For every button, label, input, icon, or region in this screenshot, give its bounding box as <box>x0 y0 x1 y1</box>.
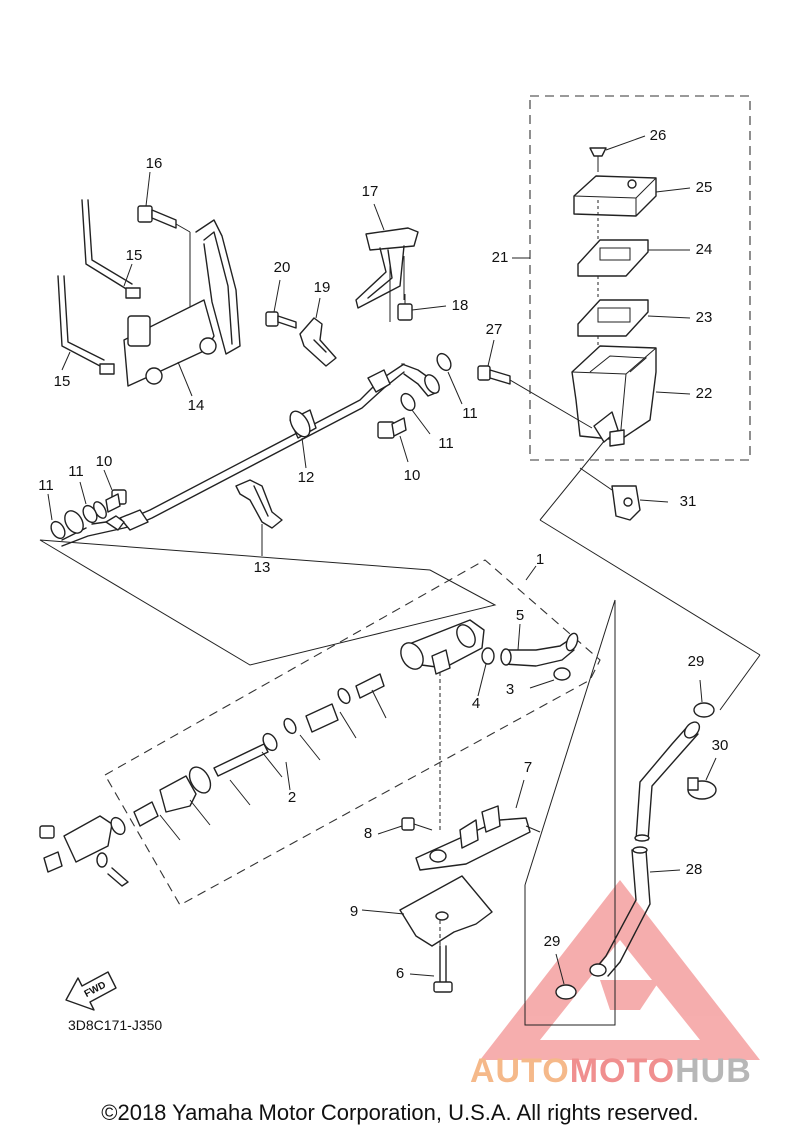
callout-29a: 29 <box>688 653 705 670</box>
watermark-auto: AUTO <box>470 1052 570 1090</box>
callout-24: 24 <box>696 241 713 258</box>
diagram-code: 3D8C171-J350 <box>68 1017 162 1033</box>
hose-grommet-icon <box>289 410 311 469</box>
callout-31: 31 <box>680 493 697 510</box>
washer-icon <box>47 352 463 540</box>
mount-plate-icon <box>361 875 493 960</box>
callout-25: 25 <box>696 179 713 196</box>
callout-22: 22 <box>696 385 713 402</box>
diaphragm-icon <box>577 299 691 372</box>
hose-clamp-bottom-icon <box>555 953 577 1000</box>
reservoir-group-box <box>529 95 751 461</box>
diaphragm-plate-icon <box>577 239 690 300</box>
callout-6: 6 <box>396 965 404 982</box>
brake-hose-icon <box>61 363 440 547</box>
o-ring-icon <box>477 647 495 697</box>
leader-1 <box>525 565 537 581</box>
callout-26: 26 <box>650 127 667 144</box>
cable-tie-lower-icon <box>57 275 115 375</box>
callout-11a: 11 <box>38 477 54 494</box>
callout-30: 30 <box>712 737 729 754</box>
master-cylinder-group-outline <box>104 559 601 906</box>
master-cylinder-icon <box>400 619 485 830</box>
watermark-moto: MOTO <box>569 1052 676 1090</box>
hose-clamp-lower-icon <box>235 479 283 556</box>
cable-tie-upper-icon <box>81 199 141 299</box>
callout-19: 19 <box>314 279 331 296</box>
reservoir-hose-route <box>539 439 761 711</box>
callout-13: 13 <box>254 559 271 576</box>
callout-29b: 29 <box>544 933 561 950</box>
callout-10b: 10 <box>404 467 421 484</box>
callout-15a: 15 <box>126 247 143 264</box>
long-bolt-icon <box>409 945 453 993</box>
hose-clip-icon <box>579 467 669 521</box>
callout-14: 14 <box>188 397 205 414</box>
callout-4: 4 <box>472 695 480 712</box>
hose-to-reservoir-outline <box>524 599 616 1026</box>
callout-18: 18 <box>452 297 469 314</box>
clevis-icon <box>39 815 129 887</box>
watermark-text: AUTOMOTOHUB <box>470 1052 752 1091</box>
callout-23: 23 <box>696 309 713 326</box>
watermark-hub: HUB <box>675 1052 752 1090</box>
reservoir-cap-screw-icon <box>589 135 646 172</box>
callout-8: 8 <box>364 825 372 842</box>
union-bolt-icon <box>103 417 409 513</box>
callout-17: 17 <box>362 183 379 200</box>
callout-11b: 11 <box>68 463 84 480</box>
watermark-logo-icon <box>480 880 760 1060</box>
callout-9: 9 <box>350 903 358 920</box>
hose-routing-outline <box>39 539 497 666</box>
callout-11d: 11 <box>462 405 478 422</box>
callout-12: 12 <box>298 469 315 486</box>
callout-28: 28 <box>686 861 703 878</box>
callout-27: 27 <box>486 321 503 338</box>
callout-16: 16 <box>146 155 163 172</box>
mount-bolt-small-icon <box>377 817 433 835</box>
callout-11c: 11 <box>438 435 454 452</box>
callout-21: 21 <box>492 249 509 266</box>
callout-20: 20 <box>274 259 291 276</box>
reservoir-bolt-icon <box>477 339 593 429</box>
hose-clamp-icon <box>299 297 337 367</box>
hose-clamp-upper-icon <box>693 679 715 718</box>
reservoir-cap-icon <box>573 175 691 240</box>
hose-clamp-spring-icon <box>687 757 717 800</box>
hose-bracket-icon <box>355 203 419 322</box>
callout-1: 1 <box>536 551 544 568</box>
callout-2: 2 <box>288 789 296 806</box>
callout-10a: 10 <box>96 453 113 470</box>
hose-fitting-icon <box>500 623 579 689</box>
reservoir-icon <box>571 345 691 447</box>
callout-3: 3 <box>506 681 514 698</box>
reservoir-hose-icon <box>589 721 701 977</box>
callout-5: 5 <box>516 607 524 624</box>
callout-7: 7 <box>524 759 532 776</box>
master-cylinder-internals-icon <box>133 673 387 841</box>
forward-arrow-icon <box>65 971 117 1011</box>
callout-15b: 15 <box>54 373 71 390</box>
bracket-bolt-icon <box>397 294 447 321</box>
clamp-bolt-icon <box>265 279 297 329</box>
bracket-icon <box>123 219 241 397</box>
copyright-notice: ©2018 Yamaha Motor Corporation, U.S.A. A… <box>101 1100 699 1125</box>
cylinder-mount-icon <box>415 779 541 871</box>
mount-bolt-icon <box>137 171 191 310</box>
